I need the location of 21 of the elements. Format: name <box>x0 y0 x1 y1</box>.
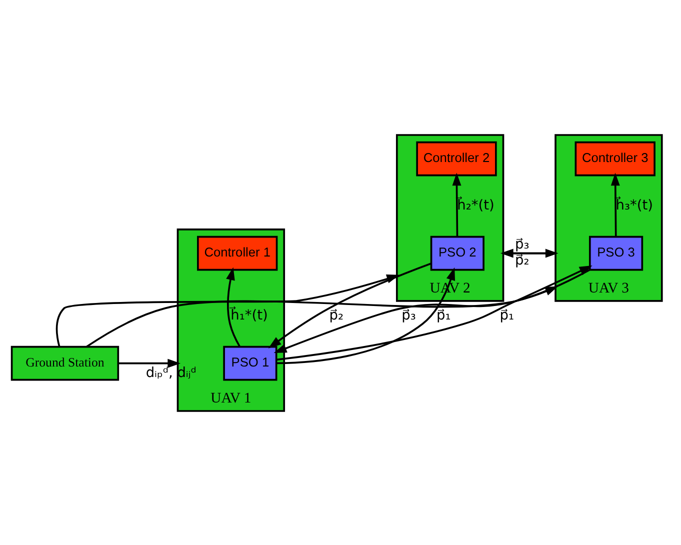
edge-label: p⃗₁ <box>500 306 514 323</box>
arrow <box>268 262 432 348</box>
edge-label: p⃗₃ <box>402 306 416 323</box>
arrow <box>452 172 462 236</box>
arrow <box>226 266 240 347</box>
node-box: Controller 1 <box>197 235 278 270</box>
edge-label: p⃗₂ <box>329 306 344 323</box>
arrow <box>276 266 456 364</box>
node-box: Controller 3 <box>574 140 656 176</box>
edge-label: h⃗₁*(t) <box>230 306 268 323</box>
node-box: PSO 2 <box>430 235 484 270</box>
edge-label: p⃗₂ <box>515 252 530 268</box>
node-box: PSO 3 <box>588 235 644 270</box>
arrow <box>610 172 620 236</box>
node-box: Ground Station <box>10 345 120 380</box>
node-box: Controller 2 <box>416 140 497 176</box>
arrow <box>118 358 181 368</box>
edge-label: p⃗₁ <box>436 306 451 323</box>
edge-label: p⃗₃ <box>514 236 530 252</box>
edge-label: dᵢₚᵈ, dᵢⱼᵈ <box>146 364 196 381</box>
node-box: PSO 1 <box>223 345 278 380</box>
